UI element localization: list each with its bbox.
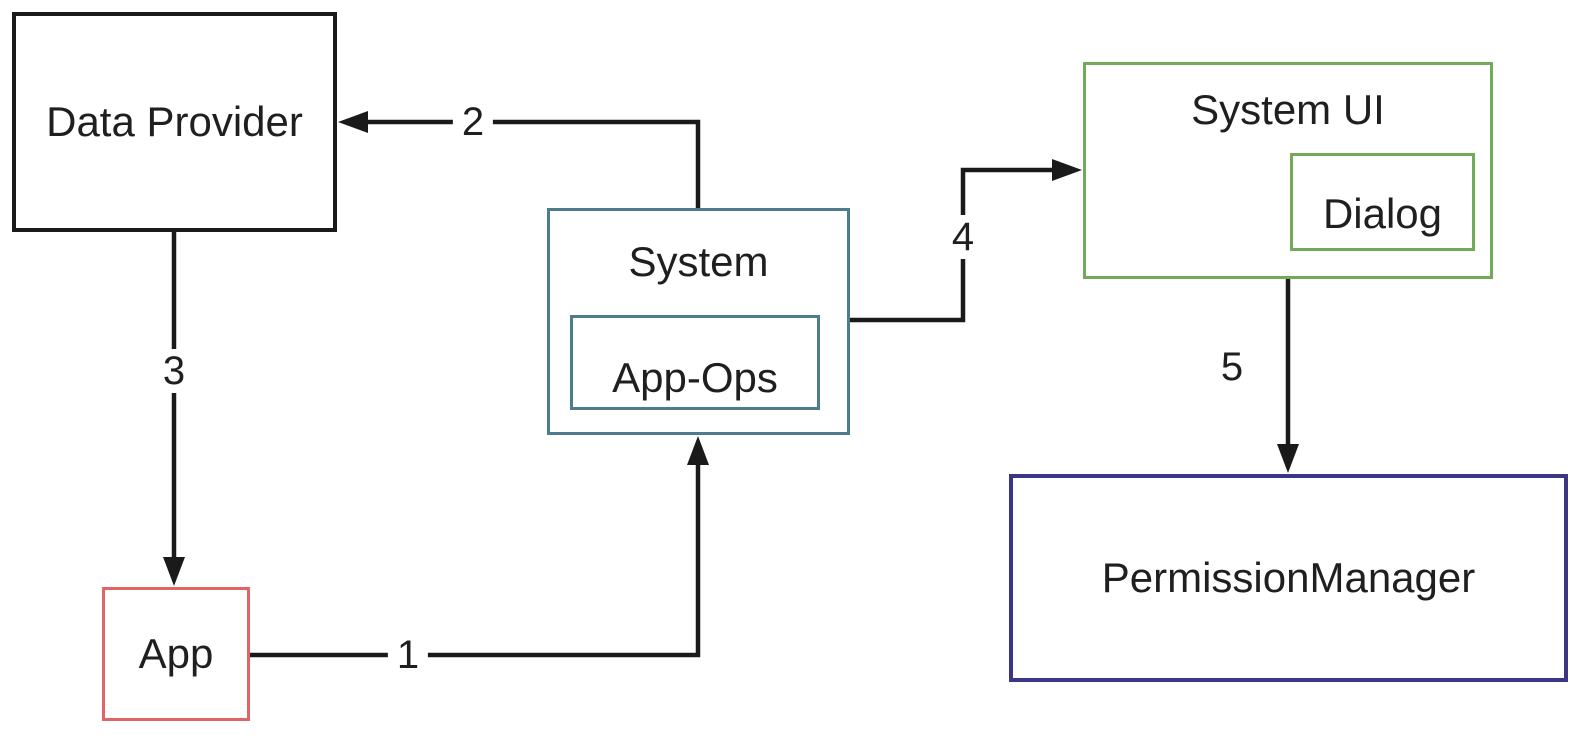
node-system-ui-label: System UI xyxy=(1191,86,1385,133)
arrow-2-system-to-data-provider xyxy=(368,119,701,208)
edge-label-5: 5 xyxy=(1216,345,1248,389)
arrowhead-5-down-icon xyxy=(1277,444,1299,473)
arrow-1-app-to-system xyxy=(250,461,701,658)
node-app-ops-label: App-Ops xyxy=(612,353,778,401)
arrowhead-1-up-icon xyxy=(687,436,709,465)
node-data-provider: Data Provider xyxy=(12,12,337,232)
node-dialog: Dialog xyxy=(1290,153,1475,251)
node-permission-manager: PermissionManager xyxy=(1009,474,1568,682)
edge-label-4: 4 xyxy=(942,215,984,259)
node-app: App xyxy=(102,587,250,721)
node-system-ui: System UI Dialog xyxy=(1083,62,1493,279)
node-data-provider-label: Data Provider xyxy=(46,98,303,145)
edge-label-1: 1 xyxy=(387,633,429,677)
node-app-label: App xyxy=(138,630,214,677)
arrowhead-2-left-icon xyxy=(338,111,368,133)
arrowhead-4-right-icon xyxy=(1052,159,1082,181)
node-system-label: System xyxy=(628,238,769,285)
edge-label-2: 2 xyxy=(452,100,494,144)
node-system: System App-Ops xyxy=(547,208,850,435)
node-dialog-label: Dialog xyxy=(1322,190,1443,237)
arrowhead-3-down-icon xyxy=(163,557,185,586)
edge-label-3: 3 xyxy=(153,349,195,393)
node-permission-manager-label: PermissionManager xyxy=(1101,554,1476,601)
node-app-ops: App-Ops xyxy=(570,315,820,410)
